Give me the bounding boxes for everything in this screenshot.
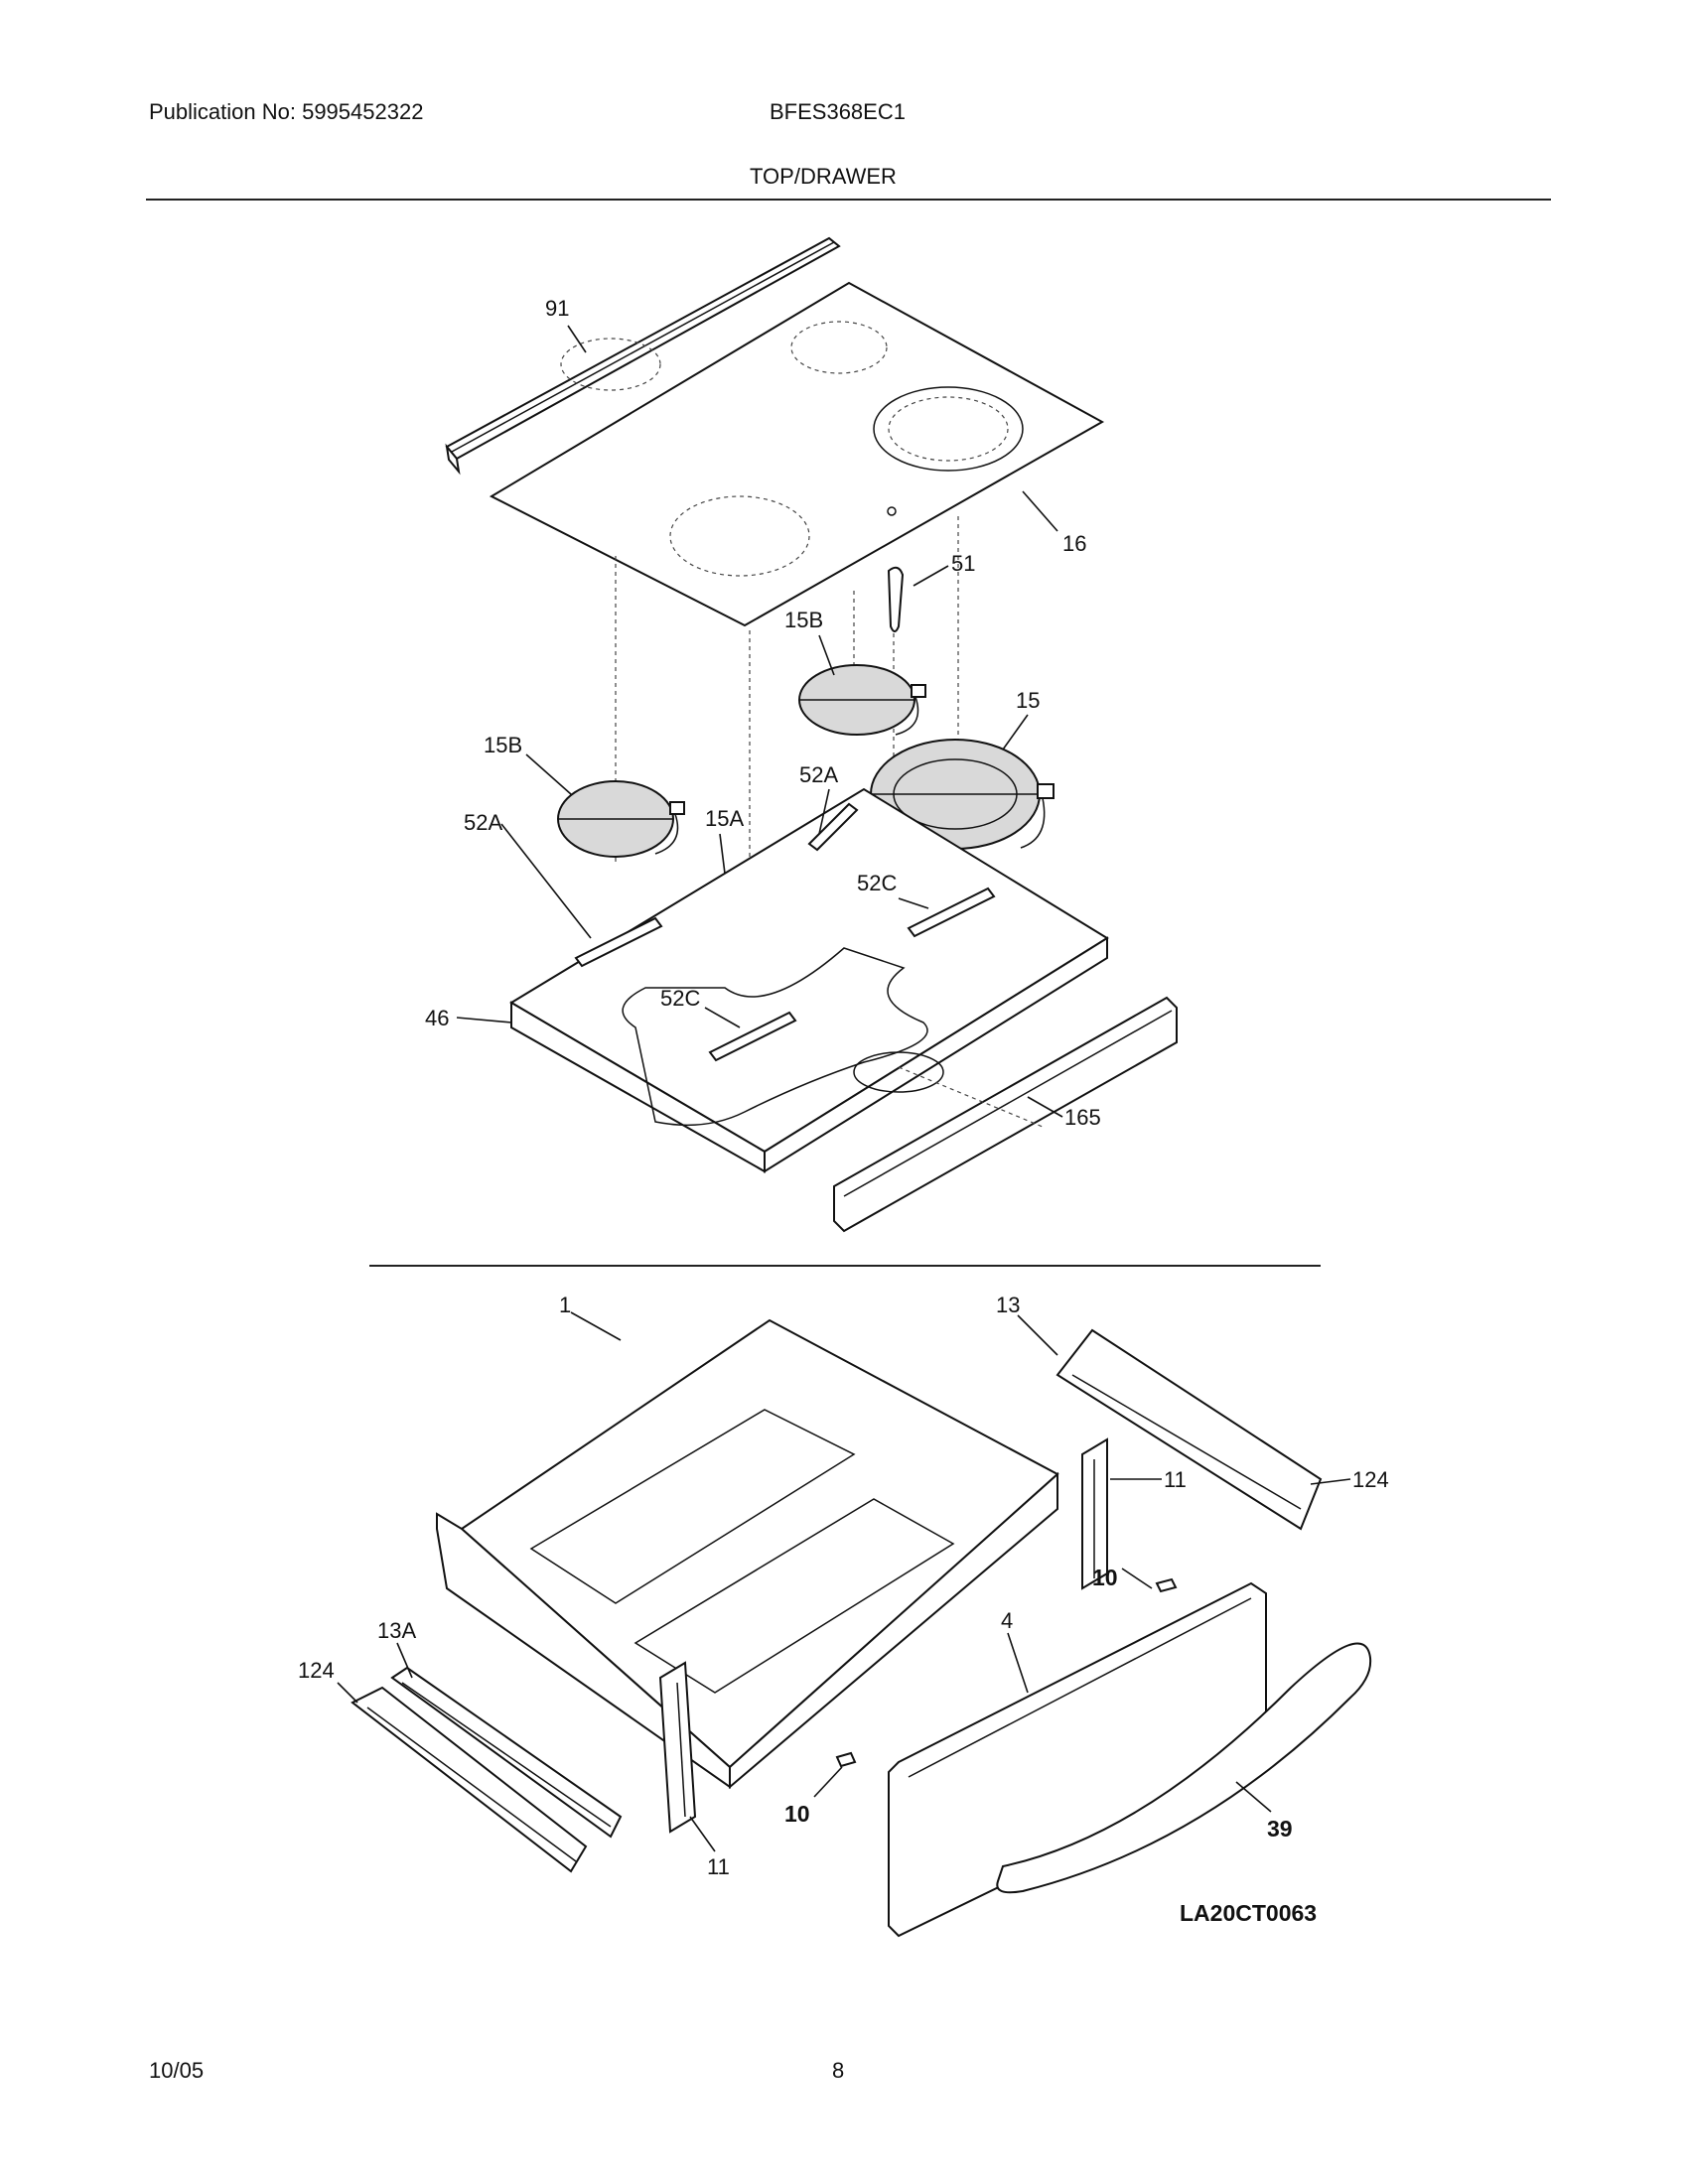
callout-52A-right: 52A — [799, 762, 838, 787]
diagram-id: LA20CT0063 — [1180, 1900, 1317, 1926]
part-10-screw-right — [1155, 1577, 1178, 1593]
part-13-slide-right — [1055, 1328, 1323, 1531]
callout-13A: 13A — [377, 1618, 416, 1643]
part-15B-element-left — [557, 780, 685, 858]
callout-39: 39 — [1267, 1816, 1293, 1842]
footer-page-number: 8 — [832, 2058, 845, 2083]
part-15B-element-top — [798, 664, 926, 736]
part-11-support-right — [1081, 1437, 1108, 1590]
part-165-rear-bracket — [833, 996, 1178, 1233]
callout-15B-left: 15B — [484, 733, 522, 757]
part-13A-slide-left — [390, 1666, 623, 1839]
callout-13: 13 — [996, 1293, 1020, 1317]
callout-165: 165 — [1064, 1105, 1101, 1130]
part-124-rail-left — [351, 1686, 588, 1873]
callout-124-left: 124 — [298, 1658, 335, 1683]
leader-lines — [337, 325, 1351, 1852]
callout-91: 91 — [545, 296, 569, 321]
part-52C-bracket-left — [708, 1011, 797, 1062]
callout-52C-left: 52C — [660, 986, 700, 1011]
part-52A-bracket-left — [574, 916, 663, 968]
callout-4: 4 — [1001, 1608, 1013, 1633]
part-16-glass-cooktop — [489, 281, 1105, 627]
model-number: BFES368EC1 — [770, 99, 906, 124]
part-1-drawer-box — [436, 1318, 1059, 1790]
part-52C-bracket-right — [907, 887, 996, 938]
callout-16: 16 — [1062, 531, 1086, 556]
part-39-handle — [996, 1642, 1372, 1894]
publication-number: Publication No: 5995452322 — [149, 99, 424, 124]
footer-date: 10/05 — [149, 2058, 205, 2083]
part-52A-bracket-right — [807, 802, 859, 852]
part-51-clip — [887, 566, 905, 632]
part-46-burner-box — [509, 787, 1109, 1173]
callout-124-right: 124 — [1352, 1467, 1389, 1492]
part-91-trim-strip — [445, 236, 841, 476]
section-title: TOP/DRAWER — [750, 164, 897, 189]
part-10-screw-left — [835, 1751, 857, 1768]
part-11-support-left — [658, 1661, 697, 1834]
callout-52C-right: 52C — [857, 871, 897, 895]
callout-1: 1 — [559, 1293, 571, 1317]
callout-11-right: 11 — [1164, 1467, 1187, 1492]
callout-10-left: 10 — [784, 1801, 810, 1827]
callout-51: 51 — [951, 551, 975, 576]
callout-11-left: 11 — [707, 1854, 730, 1879]
callout-15: 15 — [1016, 688, 1040, 713]
callout-10-right: 10 — [1092, 1565, 1118, 1590]
callout-46: 46 — [425, 1006, 449, 1030]
callout-15B-top: 15B — [784, 608, 823, 632]
callout-52A-left: 52A — [464, 810, 502, 835]
callout-15A: 15A — [705, 806, 744, 831]
header-rule — [146, 199, 1551, 201]
